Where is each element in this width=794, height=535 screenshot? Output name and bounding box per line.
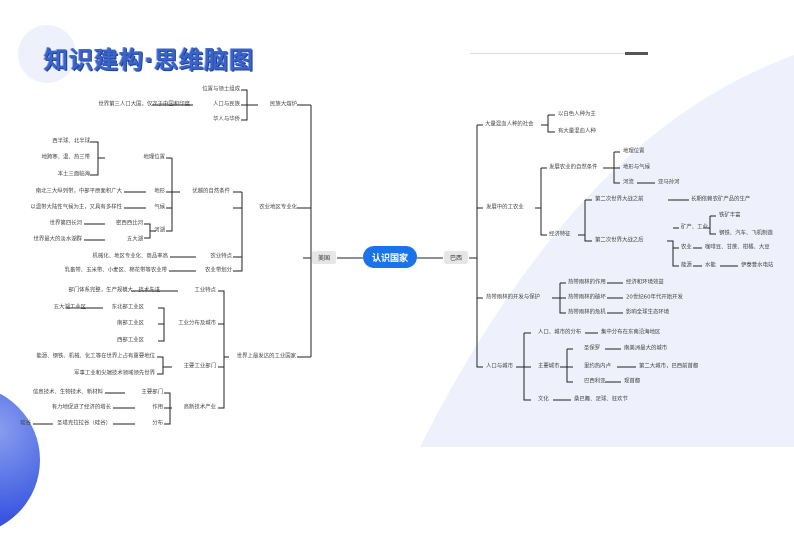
node[interactable]: 经济和环境效益 (626, 279, 664, 286)
node[interactable]: 硅谷 (20, 420, 31, 427)
branch-usa[interactable]: 美国 (312, 251, 336, 264)
header-divider-accent (625, 52, 648, 55)
node[interactable]: 桑巴舞、足球、狂欢节 (574, 396, 628, 403)
node[interactable]: 有力地促进了经济的增长 (51, 404, 111, 411)
node[interactable]: 钢铁、汽车、飞机制造 (719, 230, 773, 237)
node[interactable]: 优越的自然条件 (192, 188, 230, 195)
node[interactable]: 圣保罗 (584, 345, 601, 352)
node[interactable]: 地理位置 (143, 154, 165, 161)
node[interactable]: 地理位置 (623, 148, 645, 155)
node[interactable]: 世界第四长河 (49, 220, 82, 227)
node[interactable]: 人口、城市的分布 (538, 329, 582, 336)
node[interactable]: 发展中的工农业 (486, 204, 524, 211)
node[interactable]: 本土三面临海 (57, 171, 90, 178)
node[interactable]: 第二次世界大战之前 (595, 196, 644, 203)
page-title: 知识建构·思维脑图 (44, 46, 255, 74)
node[interactable]: 世界第三人口大国，仅次于中国和印度 (98, 101, 190, 108)
node[interactable]: 人口与城市 (486, 363, 513, 370)
node[interactable]: 乳畜带、玉米带、小麦区、棉花带等农业带 (64, 267, 167, 274)
decorative-circle (18, 25, 76, 83)
node[interactable]: 五大湖工业区 (53, 304, 86, 311)
node[interactable]: 圣塔克拉拉谷（硅谷） (57, 420, 111, 427)
node[interactable]: 农业带划分 (205, 267, 232, 274)
node[interactable]: 主要工业部门 (183, 363, 216, 370)
node[interactable]: 第二大城市，巴西前首都 (639, 363, 699, 370)
node[interactable]: 伊泰普水电站 (741, 262, 774, 269)
header-divider (470, 53, 630, 54)
node[interactable]: 密西西比河 (116, 220, 143, 227)
node[interactable]: 人口与民族 (213, 101, 240, 108)
node[interactable]: 地跨寒、温、热三带 (41, 154, 90, 161)
node[interactable]: 东北部工业区 (111, 304, 144, 311)
node[interactable]: 南美洲最大的城市 (624, 345, 668, 352)
node[interactable]: 热带雨林的作用 (568, 279, 606, 286)
node[interactable]: 文化 (538, 396, 549, 403)
node[interactable]: 高新技术产业 (183, 404, 216, 411)
node[interactable]: 主要部门 (141, 389, 163, 396)
node[interactable]: 以温带大陆性气候为主，又具有多样性 (30, 204, 122, 211)
branch-brazil[interactable]: 巴西 (444, 251, 468, 264)
node[interactable]: 铁矿丰富 (719, 212, 741, 219)
node[interactable]: 主要城市 (538, 363, 560, 370)
node[interactable]: 大量混血人种的社会 (485, 121, 534, 128)
node[interactable]: 军事工业和尖端技术领域领先世界 (74, 370, 155, 377)
node[interactable]: 亚马孙河 (658, 179, 680, 186)
node[interactable]: 河流 (623, 179, 634, 186)
node[interactable]: 分布 (152, 420, 163, 427)
node[interactable]: 集中分布在东南沿海地区 (601, 329, 661, 336)
node[interactable]: 热带雨林的破坏 (568, 294, 606, 301)
node[interactable]: 南部工业区 (117, 320, 144, 327)
node[interactable]: 南北三大纵列带，中部平原面积广大 (35, 188, 122, 195)
node[interactable]: 位置与领土组成 (202, 86, 240, 93)
node[interactable]: 里约热内卢 (584, 363, 611, 370)
node[interactable]: 以白色人种为主 (558, 111, 596, 118)
node[interactable]: 能源、钢铁、机械、化工等在世界上占有重要地位 (36, 353, 155, 360)
node[interactable]: 世界上最发达的工业国家 (236, 353, 296, 360)
node[interactable]: 民族大熔炉 (270, 101, 297, 108)
node[interactable]: 能源 (681, 262, 692, 269)
node[interactable]: 农业 (681, 244, 692, 251)
node[interactable]: 部门体系完整，生产规模大，技术先进 (68, 287, 160, 294)
node[interactable]: 经济特征 (549, 231, 571, 238)
node[interactable]: 西半球、北半球 (52, 138, 90, 145)
node[interactable]: 矿产、工业 (681, 224, 708, 231)
node[interactable]: 工业分布及城市 (178, 320, 216, 327)
node[interactable]: 长期依赖农矿产品的生产 (691, 196, 751, 203)
node[interactable]: 五大湖 (126, 236, 143, 243)
node[interactable]: 第二次世界大战之后 (595, 237, 644, 244)
node[interactable]: 地形与气候 (623, 164, 650, 171)
node[interactable]: 华人与华侨 (213, 116, 240, 123)
node[interactable]: 发展农业的自然条件 (549, 164, 598, 171)
central-topic[interactable]: 认识国家 (363, 246, 417, 268)
node[interactable]: 作用 (152, 404, 163, 411)
node[interactable]: 20世纪60年代开始开发 (626, 294, 683, 301)
mindmap-connectors (33, 89, 738, 425)
node[interactable]: 现首都 (624, 378, 641, 385)
node[interactable]: 信息技术、生物技术、新材料 (32, 389, 103, 396)
node[interactable]: 热带雨林的危机 (568, 309, 606, 316)
node[interactable]: 有大量混血人种 (558, 128, 596, 135)
node[interactable]: 气候 (154, 204, 165, 211)
node[interactable]: 地形 (154, 188, 165, 195)
node[interactable]: 世界最大的淡水湖群 (33, 236, 82, 243)
node[interactable]: 河湖 (154, 227, 165, 234)
node[interactable]: 西部工业区 (117, 337, 144, 344)
node[interactable]: 农业地区专业化 (259, 204, 297, 211)
node[interactable]: 机械化、地区专业化、商品率高 (92, 253, 168, 260)
node[interactable]: 影响全球生态环境 (626, 309, 670, 316)
node[interactable]: 水能 (705, 262, 716, 269)
node[interactable]: 农业特点 (210, 253, 232, 260)
node[interactable]: 咖啡豆、甘蔗、柑橘、大豆 (705, 244, 770, 251)
node[interactable]: 巴西利亚 (584, 378, 606, 385)
node[interactable]: 工业特点 (194, 287, 216, 294)
background-wedge (420, 55, 794, 447)
node[interactable]: 热带雨林的开发与保护 (486, 294, 540, 301)
